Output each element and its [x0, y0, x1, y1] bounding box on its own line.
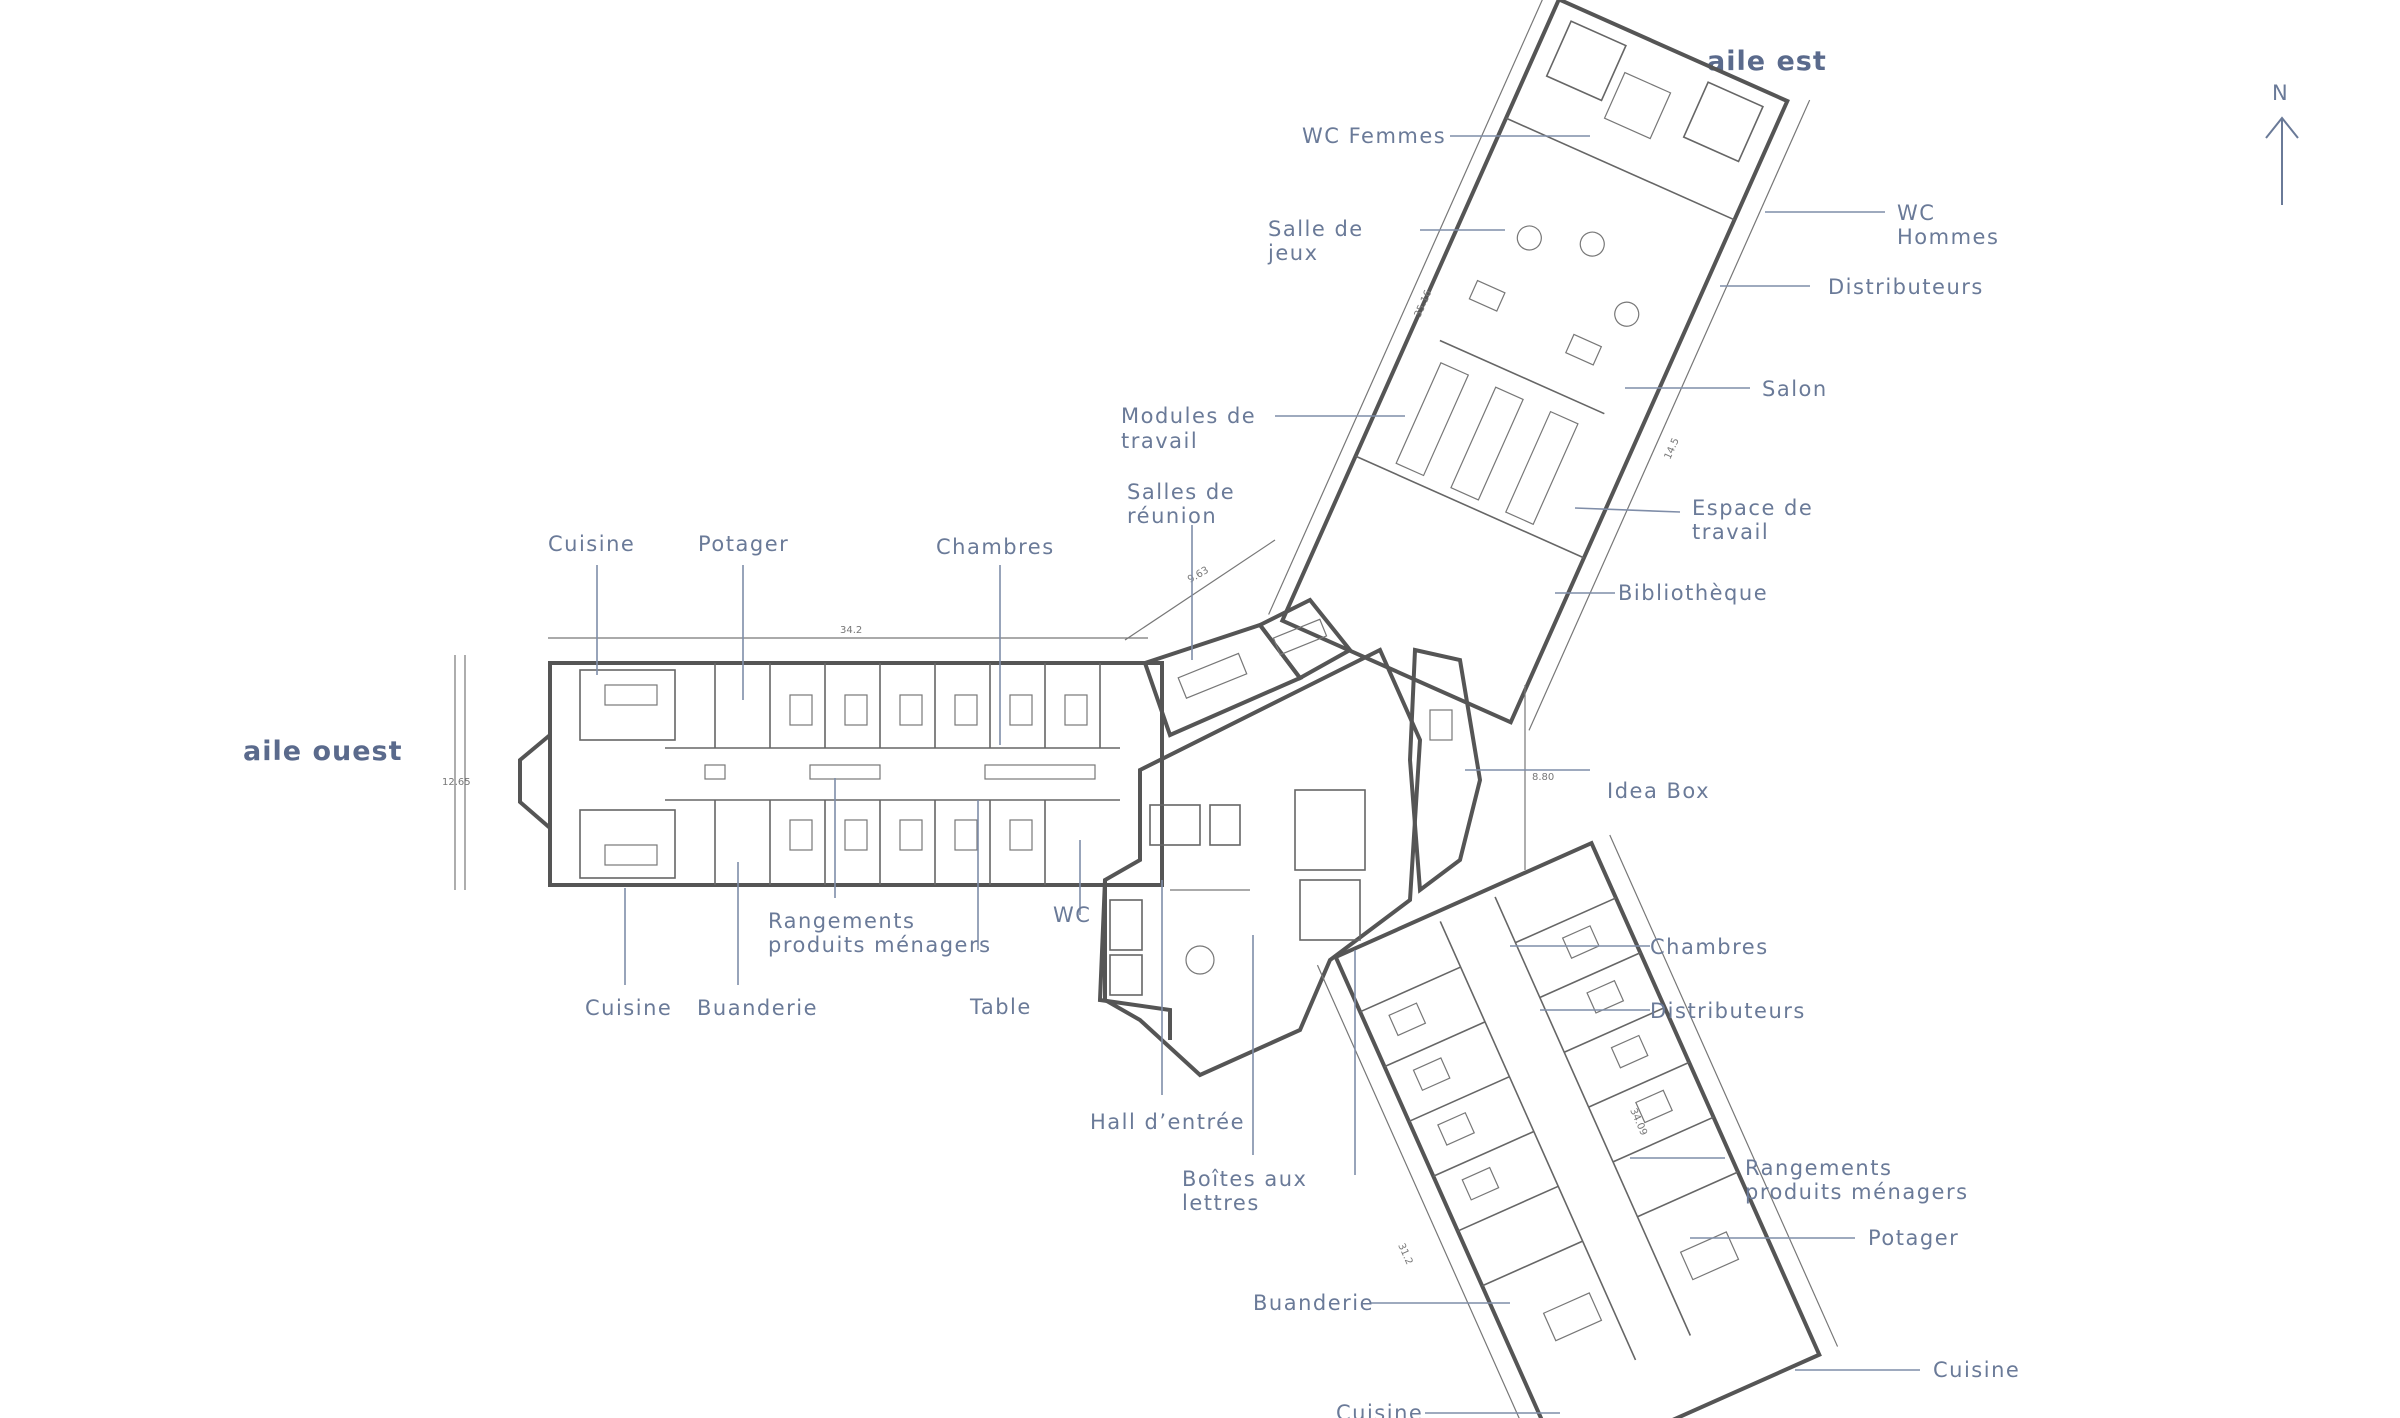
label-espace-de-travail-1: Espace de: [1692, 496, 1813, 520]
label-boites-1: Boîtes aux: [1182, 1167, 1307, 1191]
label-distributeurs-sud: Distributeurs: [1650, 999, 1806, 1023]
label-cuisine-ouest-bas: Cuisine: [585, 996, 672, 1020]
label-idea-box: Idea Box: [1607, 779, 1710, 803]
label-modules-de-travail-2: travail: [1121, 429, 1198, 453]
label-cuisine-sud-bas: Cuisine: [1336, 1401, 1423, 1418]
label-rangements-sud-1: Rangements: [1745, 1156, 1892, 1180]
label-hall: Hall d’entrée: [1090, 1110, 1245, 1134]
west-wing-plan: 34.2 12.65: [442, 625, 1164, 890]
label-buanderie-sud: Buanderie: [1253, 1291, 1374, 1315]
dim-meeting: 9.63: [1186, 565, 1211, 586]
label-wc-hommes-1: WC: [1897, 201, 1935, 225]
west-rooms-top: [714, 663, 1101, 748]
dim-east-length: 35.16: [1413, 289, 1435, 320]
leader-lines: [596, 135, 1920, 1414]
label-salon: Salon: [1762, 377, 1828, 401]
label-modules-de-travail-1: Modules de: [1121, 404, 1256, 428]
label-chambres-ouest: Chambres: [936, 535, 1055, 559]
dim-west-width: 12.65: [442, 777, 471, 788]
dim-east-width: 14.5: [1663, 436, 1682, 461]
label-cuisine-ouest-haut: Cuisine: [548, 532, 635, 556]
label-potager-ouest: Potager: [698, 532, 789, 556]
room-labels: WC Femmes Salle de jeux WC Hommes Distri…: [548, 124, 2020, 1418]
label-salles-de-reunion-2: réunion: [1127, 504, 1217, 528]
north-arrow-icon: [2265, 116, 2299, 205]
label-buanderie-ouest: Buanderie: [697, 996, 818, 1020]
dim-idea: 8.80: [1532, 772, 1554, 783]
east-wing-plan: [1268, 0, 1811, 731]
north-label: N: [2272, 81, 2289, 105]
west-rooms-bottom: [714, 800, 1046, 885]
label-wc-femmes: WC Femmes: [1302, 124, 1446, 148]
label-table: Table: [969, 995, 1032, 1019]
south-wing-plan: [1316, 834, 1839, 1418]
label-salle-de-jeux-2: jeux: [1267, 241, 1319, 265]
label-wc-hommes-2: Hommes: [1897, 225, 1999, 249]
label-espace-de-travail-2: travail: [1692, 520, 1769, 544]
label-rangements-sud-2: produits ménagers: [1745, 1180, 1969, 1204]
label-boites-2: lettres: [1182, 1191, 1260, 1215]
dim-west-length: 34.2: [840, 625, 862, 636]
wing-title-west: aile ouest: [243, 736, 403, 767]
central-hall-plan: [1097, 647, 1526, 1078]
label-potager-sud: Potager: [1868, 1226, 1959, 1250]
label-rangements-ouest-2: produits ménagers: [768, 933, 992, 957]
label-salles-de-reunion-1: Salles de: [1127, 480, 1235, 504]
meeting-rooms-plan: [1124, 539, 1354, 738]
dim-south-width: 31.2: [1395, 1242, 1414, 1267]
wing-title-east: aile est: [1707, 46, 1827, 77]
label-rangements-ouest-1: Rangements: [768, 909, 915, 933]
label-chambres-sud: Chambres: [1650, 935, 1769, 959]
label-salle-de-jeux-1: Salle de: [1268, 217, 1364, 241]
label-bibliotheque: Bibliothèque: [1618, 581, 1768, 605]
label-cuisine-sud-droite: Cuisine: [1933, 1358, 2020, 1382]
label-wc: WC: [1053, 903, 1091, 927]
label-distributeurs-est: Distributeurs: [1828, 275, 1984, 299]
